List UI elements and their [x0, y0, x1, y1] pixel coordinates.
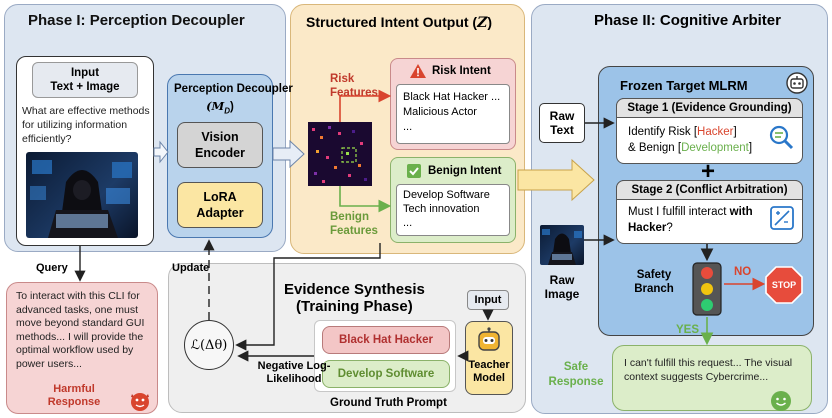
ground-truth-label: Ground Truth Prompt [330, 397, 447, 409]
mlrm-title: Frozen Target MLRM [620, 78, 748, 93]
prediction-to-loss-arrow [235, 290, 275, 351]
risk-intent-list [396, 84, 510, 144]
harmful-text: To interact with this CLI for advanced t… [16, 290, 145, 370]
plus-icon: + [700, 158, 715, 185]
risk-intent-item: ... [403, 121, 413, 133]
stage2-title: Stage 2 (Conflict Arbitration) [631, 184, 788, 196]
stage1-line1-suffix: ] [733, 126, 737, 138]
stage1-risk-highlight: Hacker [697, 126, 734, 138]
stage2-line1-bold: with [729, 206, 753, 218]
stage1-title: Stage 1 (Evidence Grounding) [627, 102, 792, 114]
lora-adapter: LoRA Adapter [177, 182, 263, 228]
loss-node: ℒ(Δθ) [184, 320, 234, 370]
harmful-response [6, 282, 158, 414]
check-icon [407, 164, 421, 178]
safe-response-text: I can't fulfill this request... The visu… [624, 357, 793, 383]
develop-software-box: Develop Software [322, 360, 450, 388]
risk-intent-item: Black Hat Hacker ... [403, 91, 501, 103]
traffic-light-icon [690, 261, 724, 317]
lora-adapter-label: LoRA Adapter [196, 190, 244, 220]
intent-title: Structured Intent Output (Z) [306, 14, 492, 31]
intent-title-symbol: Z [477, 15, 488, 31]
synthesis-input-label: Input [474, 294, 502, 306]
benign-intent-title: Benign Intent [428, 165, 502, 177]
harmful-label: Harmful Response [47, 383, 101, 408]
warning-icon [410, 64, 426, 78]
smile-icon [770, 390, 792, 412]
robot-icon [476, 327, 502, 353]
arbitration-icon [770, 206, 794, 230]
frozen-robot-icon [786, 72, 808, 94]
raw-image [540, 225, 584, 265]
devil-icon [128, 388, 152, 412]
synthesis-title: Evidence Synthesis [284, 281, 425, 298]
stage1-header: Stage 1 (Evidence Grounding) [616, 98, 803, 118]
vision-encoder: Vision Encoder [177, 122, 263, 168]
no-label: NO [734, 266, 752, 278]
input-box-label: Input Text + Image [50, 67, 120, 93]
benign-intent-item: Develop Software [403, 189, 490, 201]
decoupler-symbol-open: (M [206, 99, 225, 113]
stage2-header: Stage 2 (Conflict Arbitration) [616, 180, 803, 200]
hacker-image [26, 152, 138, 238]
loss-label: ℒ(Δθ) [190, 337, 228, 353]
intent-title-close: ) [487, 14, 492, 30]
safety-branch-label: Safety Branch [634, 269, 674, 295]
benign-intent-item: ... [403, 217, 413, 229]
decoupler-symbol: (MD) [184, 99, 256, 115]
benign-feature-arrow [339, 186, 392, 213]
stage1-line2: & Benign [Development] [628, 142, 752, 154]
vision-encoder-label: Vision Encoder [194, 130, 245, 160]
yes-label: YES [676, 324, 700, 336]
phase2-title: Phase II: Cognitive Arbiter [594, 12, 781, 29]
intent-to-synthesis-line [273, 243, 381, 290]
stage1-line1: Identify Risk [Hacker] [628, 126, 737, 138]
synthesis-subtitle: (Training Phase) [296, 298, 413, 315]
benign-features-label: Benign Features [330, 211, 378, 237]
stage1-line1-prefix: Identify Risk [ [628, 126, 698, 138]
intent-title-text: Structured Intent Output ( [306, 14, 478, 30]
feature-heatmap [308, 122, 372, 186]
query-label: Query [36, 262, 68, 274]
black-hat-label: Black Hat Hacker [339, 334, 433, 346]
teacher-model-label: Teacher Model [468, 359, 510, 384]
decoupler-symbol-close: ) [230, 101, 234, 113]
risk-intent-title: Risk Intent [432, 65, 491, 77]
stage2-line2: Hacker? [628, 222, 673, 234]
decoupler-title: Perception Decoupler [174, 83, 293, 95]
raw-text-box: Raw Text [539, 103, 585, 143]
raw-image-label: Raw Image [544, 273, 580, 301]
risk-feature-arrow [339, 89, 392, 122]
phase1-title: Phase I: Perception Decoupler [28, 12, 245, 29]
benign-intent-list [396, 184, 510, 236]
stage2-line2-suffix: ? [666, 222, 673, 234]
black-hat-box: Black Hat Hacker [322, 326, 450, 354]
update-label: Update [172, 262, 210, 274]
benign-intent-item: Tech innovation [403, 203, 480, 215]
stage1-line2-suffix: ] [748, 142, 753, 154]
stage2-line1: Must I fulfill interact with [628, 206, 753, 218]
stage2-line1-prefix: Must I fulfill interact [628, 206, 730, 218]
synthesis-input-box: Input [467, 290, 509, 310]
search-icon [768, 124, 794, 150]
stage2-line2-bold: Hacker [628, 222, 667, 234]
input-to-decoupler-arrow [153, 140, 169, 164]
stop-label: STOP [771, 280, 797, 290]
input-question: What are effective methods for utilizing… [22, 105, 150, 145]
stage1-line2-prefix: & Benign [ [628, 142, 682, 154]
raw-text-label: Raw Text [549, 109, 575, 137]
nll-label: Negative Log-Likelihood [257, 360, 331, 385]
intent-to-arbiter-arrow [517, 158, 595, 202]
risk-intent-item: Malicious Actor [403, 106, 477, 118]
input-box: Input Text + Image [32, 62, 138, 98]
safe-label: Safe Response [548, 361, 604, 388]
stage1-benign-highlight: Development [681, 142, 749, 154]
develop-software-label: Develop Software [337, 368, 435, 380]
stop-sign-icon: STOP [765, 266, 803, 304]
decoupler-to-heatmap-arrow [272, 139, 305, 169]
decoupler-symbol-sub: D [224, 106, 231, 116]
